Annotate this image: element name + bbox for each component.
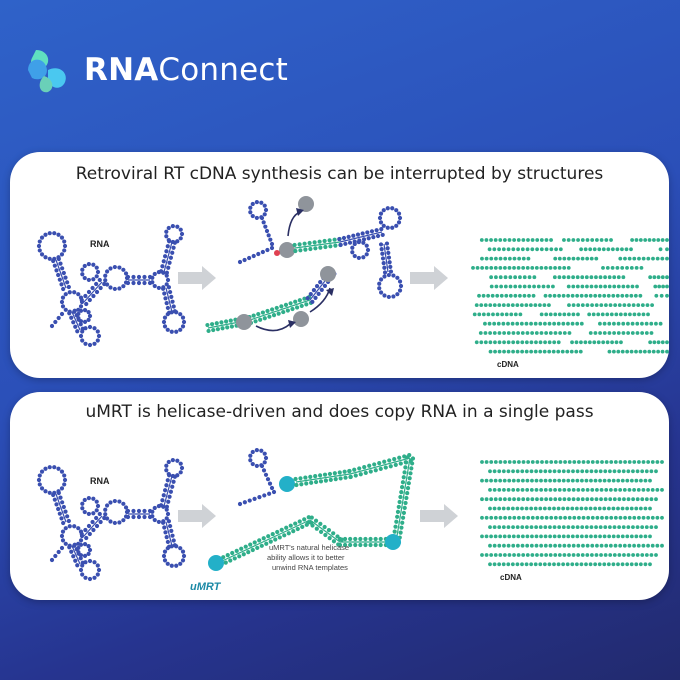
- arrow-right-icon: [420, 504, 458, 528]
- brand-name: RNAConnect: [84, 52, 288, 88]
- panel-title: Retroviral RT cDNA synthesis can be inte…: [75, 164, 604, 184]
- panel-umrt: uMRT is helicase-driven and does copy RN…: [10, 392, 669, 600]
- rna-structure: [36, 223, 187, 348]
- rt-synthesis-diagram: [205, 196, 404, 334]
- rnaconnect-logo-icon: [28, 50, 66, 93]
- rna-label: RNA: [90, 476, 110, 486]
- rna-label: RNA: [90, 239, 110, 249]
- cdna-full-length: [480, 460, 664, 567]
- rna-structure: [36, 457, 187, 582]
- panel-illustration: RNA cDNA: [36, 196, 669, 369]
- arrow-right-icon: [410, 266, 448, 290]
- cdna-label: cDNA: [500, 573, 522, 582]
- cdna-fragments: [471, 238, 669, 354]
- arrow-right-icon: [178, 504, 216, 528]
- cdna-label: cDNA: [497, 360, 519, 369]
- panel-illustration: RNA uMRT's natural helicase ability allo…: [36, 447, 664, 593]
- helicase-note-line: ability allows it to better: [267, 553, 345, 562]
- panel-title: uMRT is helicase-driven and does copy RN…: [85, 402, 594, 422]
- arrow-right-icon: [178, 266, 216, 290]
- helicase-note-line: unwind RNA templates: [272, 563, 348, 572]
- helicase-note-line: uMRT's natural helicase: [269, 543, 349, 552]
- umrt-synthesis-diagram: [208, 447, 416, 571]
- umrt-label: uMRT: [190, 581, 222, 593]
- panel-retroviral-rt: Retroviral RT cDNA synthesis can be inte…: [10, 152, 669, 378]
- brand-logo: RNAConnect: [22, 40, 288, 100]
